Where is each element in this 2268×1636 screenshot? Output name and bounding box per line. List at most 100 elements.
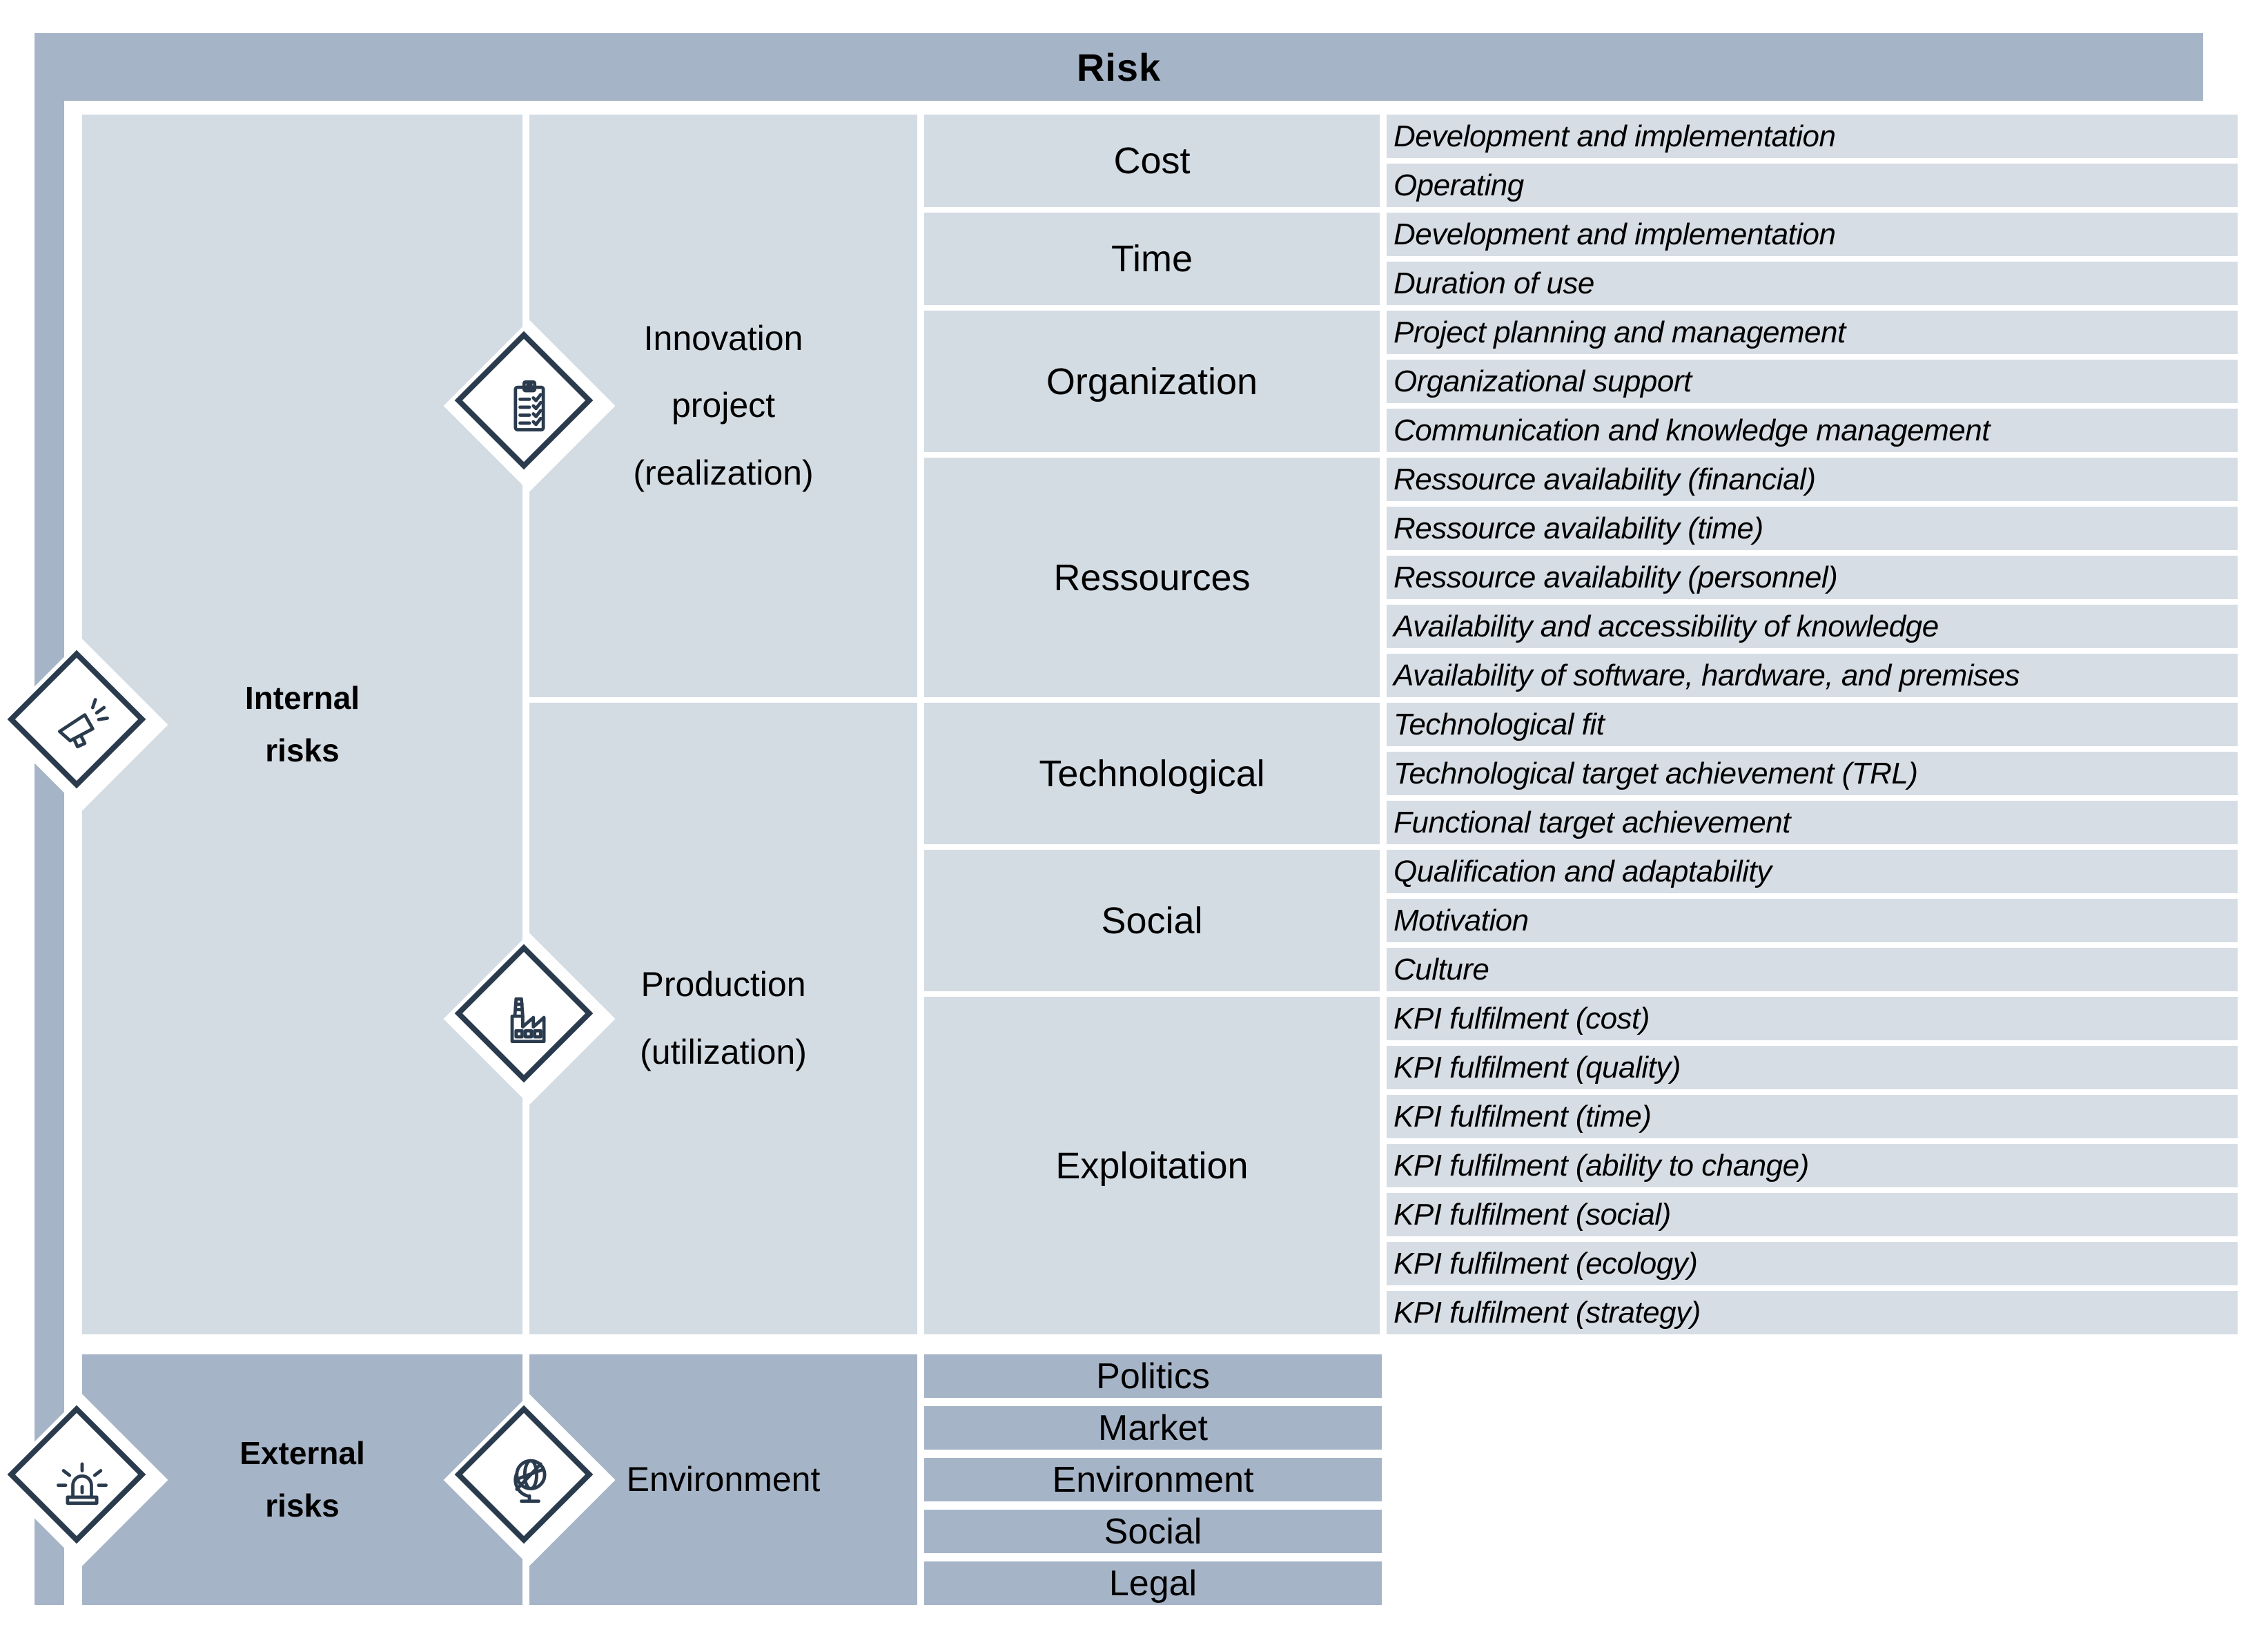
risk-item-label: Organizational support [1394,364,1692,398]
external-item: Politics [924,1354,1382,1398]
risk-item: Availability and accessibility of knowle… [1387,605,2238,648]
risk-item-label: KPI fulfilment (cost) [1394,1001,1650,1035]
external-item-label: Social [1104,1511,1202,1552]
risk-item-label: Motivation [1394,903,1529,937]
risk-item-label: Availability of software, hardware, and … [1394,658,2020,692]
risk-item-label: KPI fulfilment (social) [1394,1197,1671,1231]
risk-item-label: KPI fulfilment (time) [1394,1099,1652,1133]
risk-item-label: KPI fulfilment (strategy) [1394,1295,1701,1330]
environment-label: Environment [627,1446,821,1514]
risk-item: Organizational support [1387,360,2238,403]
risk-item: Ressource availability (time) [1387,507,2238,550]
external-item: Market [924,1406,1382,1450]
risk-item-label: Ressource availability (personnel) [1394,560,1838,594]
risk-item-label: KPI fulfilment (ecology) [1394,1246,1698,1280]
subsection-label: Production (utilization) [640,951,807,1086]
environment-panel: Environment [443,1354,917,1605]
risk-item: Availability of software, hardware, and … [1387,654,2238,697]
risk-item-label: Technological fit [1394,707,1605,741]
internal-risks-section: Internal risks Innovation project (realizat… [0,115,2238,1334]
category-cell: Technological [924,703,1380,844]
label-line: risks [265,732,340,768]
risk-item-label: KPI fulfilment (quality) [1394,1050,1681,1084]
external-item: Environment [924,1458,1382,1501]
external-item-label: Politics [1096,1356,1210,1396]
megaphone-icon [57,697,109,748]
risk-item-label: Qualification and adaptability [1394,854,1772,888]
risk-item: Duration of use [1387,262,2238,305]
category-label: Technological [1039,752,1265,795]
risk-item: Development and implementation [1387,115,2238,158]
category-label: Social [1101,899,1203,942]
risk-item-label: Functional target achievement [1394,805,1790,839]
label-line: project [671,386,776,425]
risk-item-label: Project planning and management [1394,315,1846,349]
risk-item: KPI fulfilment (time) [1387,1095,2238,1138]
category-label: Time [1111,238,1193,280]
factory-icon [510,997,546,1043]
label-line: Environment [626,1459,821,1499]
risk-item-label: Development and implementation [1394,119,1836,153]
clipboard-checklist-icon [514,380,545,431]
label-line: Production [641,965,806,1004]
risk-item: Development and implementation [1387,213,2238,256]
external-item: Legal [924,1561,1382,1605]
risk-item-label: Communication and knowledge management [1394,413,1990,447]
external-risks-label: External risks [239,1428,365,1532]
label-line: Internal [244,679,360,716]
risk-item: Motivation [1387,899,2238,942]
category-label: Organization [1046,360,1258,402]
risk-item-label: Ressource availability (financial) [1394,462,1816,496]
siren-icon [57,1462,108,1505]
subsection-panel-innovation: Innovation project (realization) [443,115,917,697]
risk-header: Risk [35,33,2203,101]
risk-item-label: Ressource availability (time) [1394,511,1763,545]
external-item-label: Legal [1108,1563,1197,1604]
category-cell: Exploitation [924,997,1380,1334]
risk-item-label: Development and implementation [1394,217,1836,251]
internal-risks-panel: Internal risks [0,115,522,1334]
external-item: Social [924,1510,1382,1553]
category-cell: Ressources [924,458,1380,697]
label-line: (realization) [633,453,814,492]
category-cell: Social [924,850,1380,991]
risk-item: Technological fit [1387,703,2238,746]
category-cell: Cost [924,115,1380,207]
label-line: risks [265,1487,340,1523]
external-item-label: Market [1098,1408,1208,1448]
risk-item: KPI fulfilment (cost) [1387,997,2238,1040]
risk-item: Culture [1387,948,2238,991]
risk-item: Functional target achievement [1387,801,2238,844]
page-title: Risk [1076,45,1162,89]
risk-item-label: Culture [1394,952,1489,986]
risk-item-label: Duration of use [1394,266,1594,300]
risk-item: KPI fulfilment (social) [1387,1193,2238,1236]
category-label: Cost [1113,140,1191,182]
label-line: (utilization) [640,1032,807,1071]
risk-item-label: Technological target achievement (TRL) [1394,756,1918,790]
category-label: Ressources [1053,556,1251,598]
category-label: Exploitation [1055,1145,1249,1187]
internal-risks-label: Internal risks [245,672,360,777]
risk-item: KPI fulfilment (quality) [1387,1046,2238,1089]
risk-item: Communication and knowledge management [1387,409,2238,452]
left-connector-bar [35,33,64,1605]
risk-item: KPI fulfilment (ecology) [1387,1242,2238,1285]
risk-item: Technological target achievement (TRL) [1387,752,2238,795]
risk-item-label: KPI fulfilment (ability to change) [1394,1148,1809,1182]
risk-item-label: Operating [1394,168,1524,202]
external-item-label: Environment [1052,1459,1254,1500]
risk-item: Ressource availability (personnel) [1387,556,2238,599]
globe-icon [514,1459,547,1503]
label-line: Innovation [643,318,803,358]
risk-item: Project planning and management [1387,311,2238,354]
category-cell: Organization [924,311,1380,452]
subsection-panel-production: Production (utilization) [443,703,917,1334]
risk-item-label: Availability and accessibility of knowle… [1394,609,1939,643]
label-line: External [239,1434,365,1471]
risk-item: Qualification and adaptability [1387,850,2238,893]
category-cell: Time [924,213,1380,305]
risk-item: KPI fulfilment (ability to change) [1387,1144,2238,1187]
